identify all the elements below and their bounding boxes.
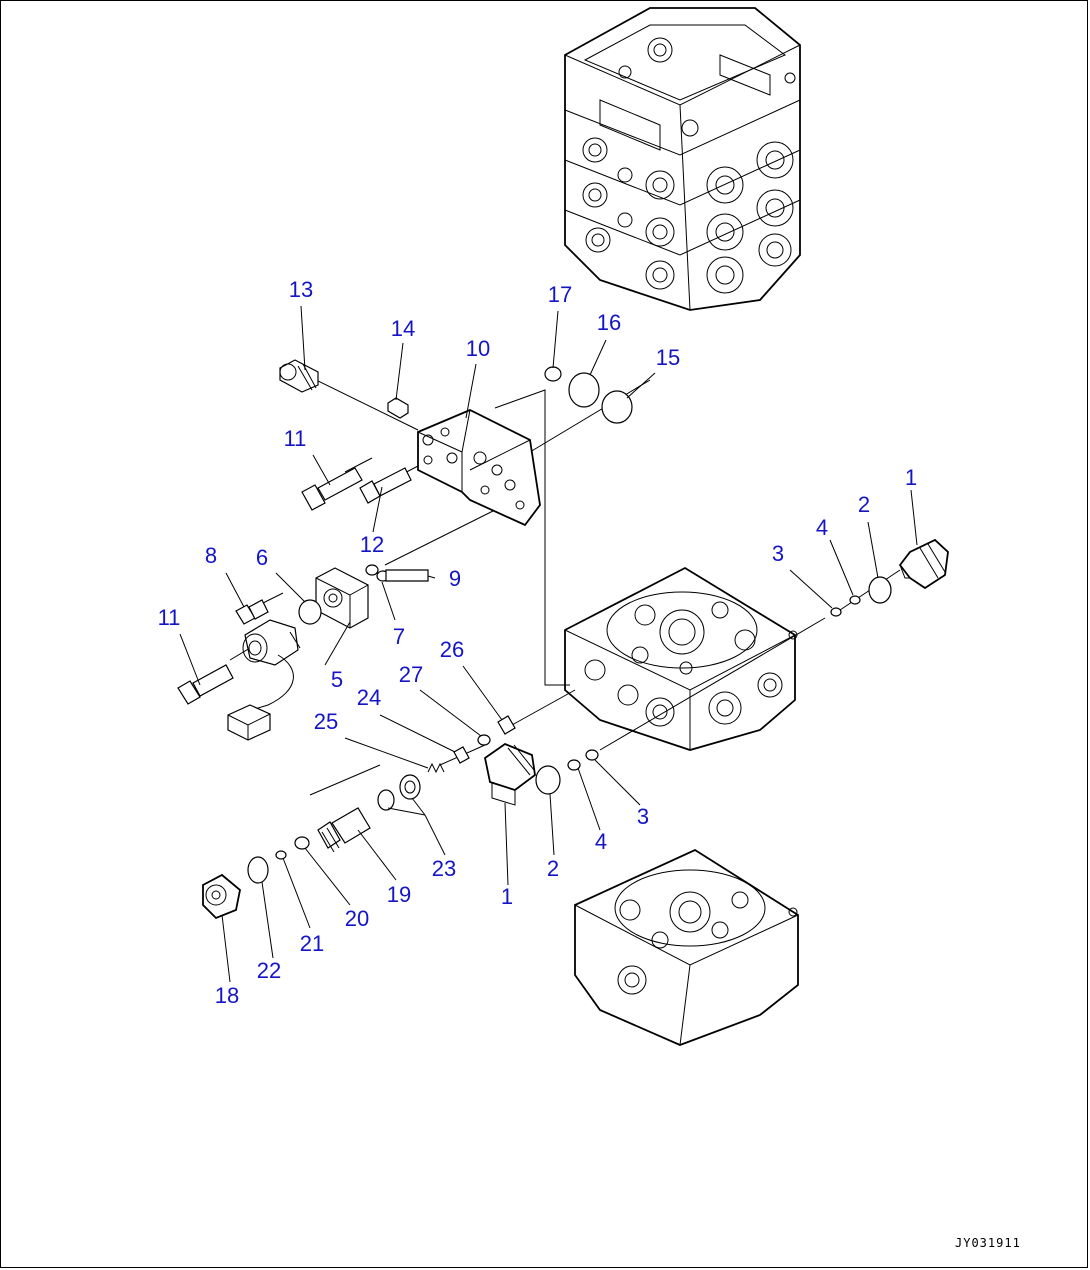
- callout-27: 27: [398, 662, 424, 687]
- solenoid-coil: [227, 619, 299, 741]
- part-4-backup-ring-right: [849, 595, 861, 605]
- part-23-ring-set: [377, 774, 421, 811]
- part-25-spring: [427, 762, 445, 774]
- callout-14: 14: [390, 316, 416, 341]
- part-6-o-ring: [298, 599, 322, 625]
- callout-3-right: 3: [771, 541, 785, 566]
- part-12-bolt: [359, 467, 412, 504]
- callout-25: 25: [313, 709, 339, 734]
- part-5-solenoid-block: [315, 567, 369, 629]
- part-22-o-ring: [247, 856, 269, 884]
- callout-9: 9: [448, 566, 462, 591]
- control-valve-middle-section: [564, 566, 798, 751]
- callout-3-lower: 3: [636, 804, 650, 829]
- callout-15: 15: [655, 345, 681, 370]
- part-19-valve: [317, 807, 371, 853]
- callout-23: 23: [431, 856, 457, 881]
- part-27-o-ring: [477, 734, 491, 746]
- callout-1-lower: 1: [500, 884, 514, 909]
- callout-2-lower: 2: [546, 856, 560, 881]
- callout-22: 22: [256, 958, 282, 983]
- part-2-o-ring-right: [868, 576, 892, 604]
- part-15-o-ring: [601, 390, 633, 424]
- part-26-plug: [497, 715, 516, 735]
- part-1-relief-valve-right: [898, 538, 949, 590]
- part-4-backup-ring-lower: [567, 759, 581, 771]
- callout-18: 18: [214, 983, 240, 1008]
- callout-12: 12: [359, 532, 385, 557]
- part-24-poppet: [453, 746, 470, 764]
- callout-21: 21: [299, 931, 325, 956]
- callout-8: 8: [204, 543, 218, 568]
- part-2-o-ring-lower: [535, 765, 561, 795]
- part-20-o-ring: [294, 836, 310, 850]
- part-10-housing: [417, 409, 541, 527]
- diagram-code: JY031911: [955, 1236, 1021, 1250]
- part-9-pin: [385, 569, 429, 582]
- part-1-relief-valve-lower: [483, 742, 536, 806]
- part-8-bolt: [235, 599, 269, 625]
- callout-7: 7: [392, 624, 406, 649]
- control-valve-lower-section: [574, 848, 799, 1046]
- callout-16: 16: [596, 310, 622, 335]
- part-11-bolt-upper: [301, 467, 363, 511]
- callout-11-upper: 11: [283, 426, 307, 451]
- part-11-bolt-lower: [177, 664, 234, 705]
- callout-20: 20: [344, 906, 370, 931]
- part-18-plug: [202, 873, 241, 920]
- callout-2-right: 2: [857, 492, 871, 517]
- control-valve-upper-block: [564, 7, 801, 311]
- callout-17: 17: [547, 282, 573, 307]
- part-17-o-ring: [544, 366, 562, 382]
- callout-1-right: 1: [904, 465, 918, 490]
- leader-lines: [179, 305, 918, 983]
- callout-10: 10: [465, 336, 491, 361]
- part-13-banjo-bolt: [279, 359, 319, 393]
- part-3-o-ring-right: [830, 607, 842, 617]
- callout-19: 19: [386, 882, 412, 907]
- callout-4-lower: 4: [594, 829, 608, 854]
- part-21-backup-ring: [275, 850, 287, 860]
- callout-24: 24: [356, 685, 382, 710]
- callout-5: 5: [330, 667, 344, 692]
- callout-13: 13: [288, 277, 314, 302]
- part-14-plug: [387, 397, 409, 419]
- callout-11-lower: 11: [157, 605, 181, 630]
- callout-6: 6: [255, 545, 269, 570]
- callout-4-right: 4: [815, 515, 829, 540]
- callout-26: 26: [439, 637, 465, 662]
- part-3-o-ring-lower: [585, 749, 599, 761]
- part-16-o-ring: [568, 372, 600, 408]
